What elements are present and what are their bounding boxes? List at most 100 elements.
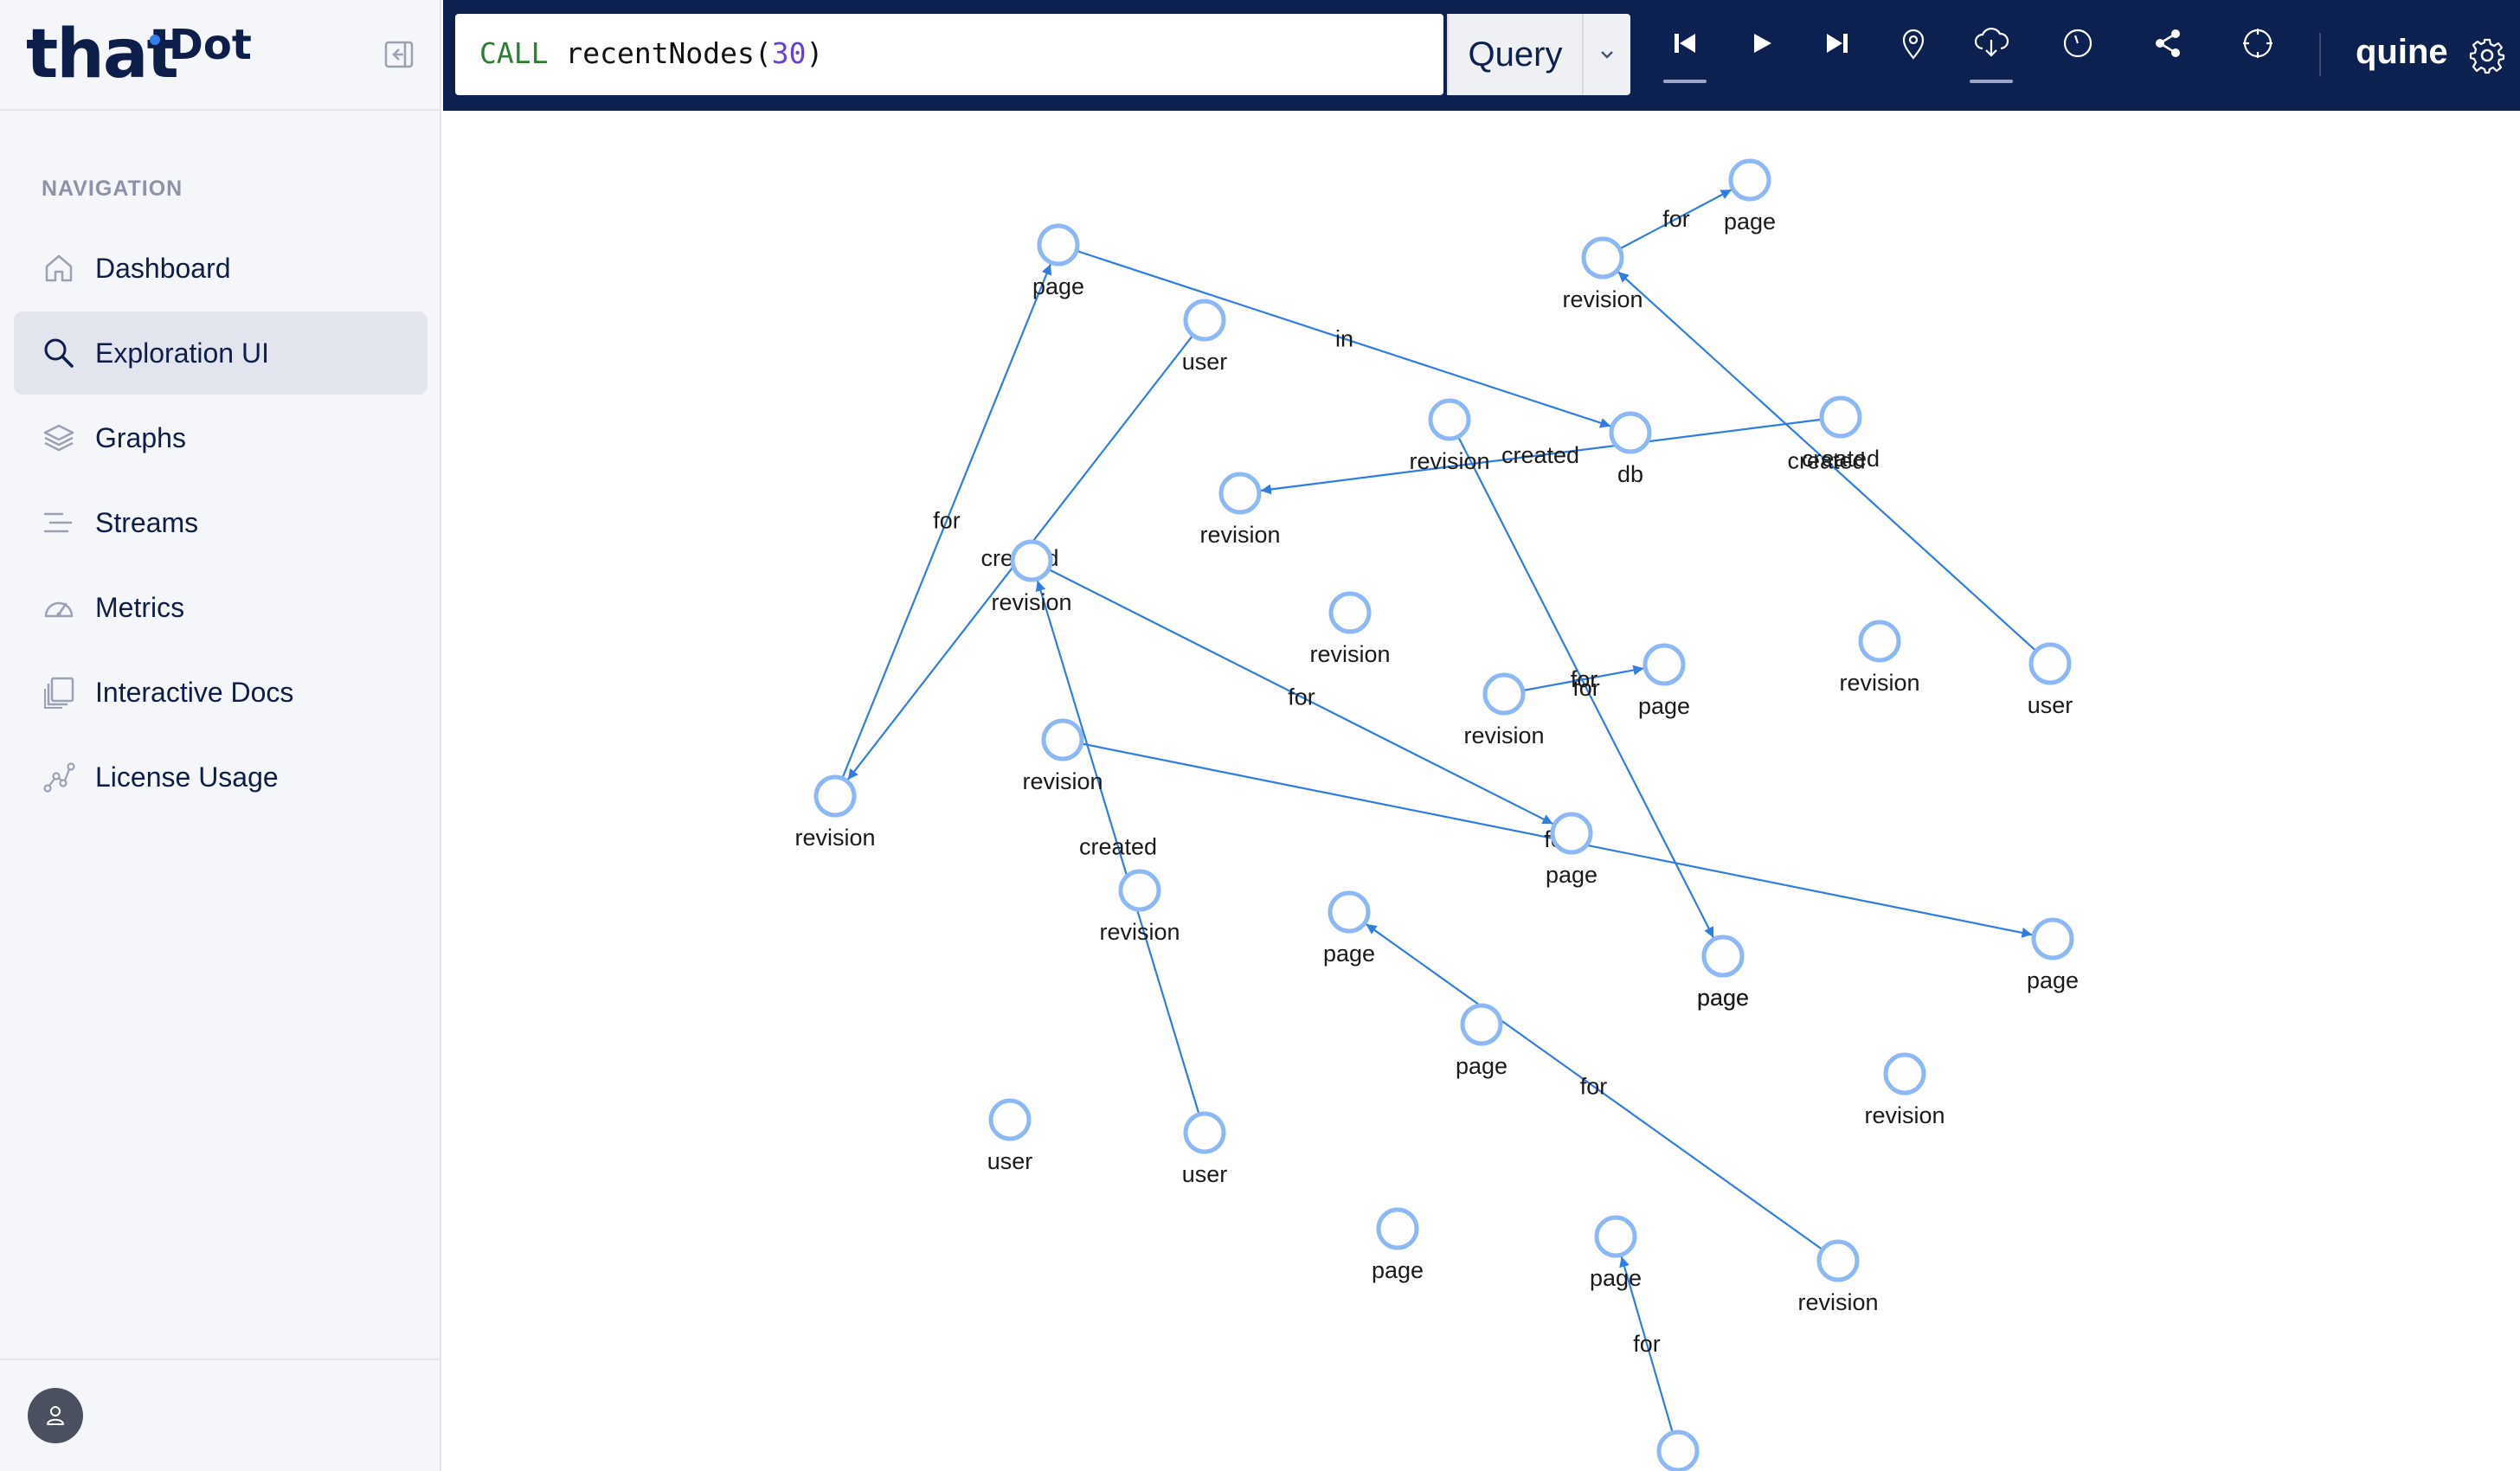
skip-forward-button[interactable] [1812, 26, 1862, 83]
graph-edge[interactable] [1365, 923, 1839, 1262]
user-avatar[interactable] [28, 1388, 83, 1443]
node-circle[interactable] [1701, 935, 1745, 978]
node-circle[interactable] [1609, 411, 1652, 454]
sidebar-item-dashboard[interactable]: Dashboard [14, 227, 428, 310]
node-circle[interactable] [1858, 620, 1901, 663]
pin-button[interactable] [1888, 26, 1938, 83]
play-button[interactable] [1736, 26, 1786, 83]
graph-edge[interactable] [1031, 560, 1554, 825]
edge-label: for [1633, 1331, 1661, 1357]
graph-edge[interactable] [1062, 738, 2033, 938]
node-circle[interactable] [1581, 236, 1624, 279]
graph-node[interactable]: revision [1022, 718, 1103, 794]
graph-node[interactable]: user [1182, 299, 1228, 375]
sidebar-item-exploration-ui[interactable]: Exploration UI [14, 312, 428, 395]
node-circle[interactable] [1642, 643, 1686, 686]
node-circle[interactable] [1883, 1052, 1926, 1095]
graph-node[interactable]: revision [991, 539, 1072, 615]
graph-node[interactable]: created [1802, 395, 1880, 472]
skip-forward-icon [1827, 34, 1848, 53]
node-circle[interactable] [1594, 1215, 1637, 1258]
gauge-icon [40, 588, 78, 626]
query-button[interactable]: Query [1447, 14, 1582, 95]
graph-node[interactable]: revision [1797, 1239, 1879, 1315]
share-button[interactable] [2143, 26, 2193, 83]
graph-node[interactable]: page [1697, 935, 1749, 1011]
graph-edge[interactable] [1503, 665, 1644, 696]
node-circle[interactable] [1041, 718, 1084, 761]
skip-back-button[interactable] [1660, 26, 1710, 83]
history-button[interactable] [2053, 26, 2103, 83]
node-circle[interactable] [1550, 812, 1593, 855]
node-circle[interactable] [1482, 672, 1526, 716]
node-circle[interactable] [1328, 890, 1371, 934]
graph-node[interactable]: page [1323, 890, 1375, 967]
node-circle[interactable] [1218, 472, 1262, 515]
node-label: revision [794, 825, 875, 851]
graph-node[interactable]: user [2028, 642, 2073, 718]
top-bar: CALL recentNodes(30) Query quine [443, 0, 2520, 111]
node-circle[interactable] [988, 1098, 1032, 1141]
query-input[interactable]: CALL recentNodes(30) [455, 14, 1443, 95]
settings-gear-icon[interactable] [2468, 36, 2506, 74]
graph-node[interactable]: revision [1099, 869, 1180, 945]
download-button[interactable] [1966, 26, 2016, 83]
graph-node[interactable]: revision [1199, 472, 1281, 548]
graph-edge[interactable] [1260, 415, 1842, 495]
graph-edge[interactable] [1035, 580, 1206, 1134]
node-circle[interactable] [1328, 591, 1372, 634]
node-circle[interactable] [1460, 1003, 1503, 1046]
graph-node[interactable]: revision [1839, 620, 1920, 696]
recenter-button[interactable] [2233, 26, 2283, 83]
node-circle[interactable] [1656, 1429, 1700, 1471]
graph-node[interactable]: revision [1562, 236, 1643, 312]
graph-node[interactable]: revision [1864, 1052, 1945, 1128]
node-circle[interactable] [1816, 1239, 1860, 1282]
graph-node[interactable]: page [1372, 1207, 1424, 1283]
graph-node[interactable]: page [1546, 812, 1598, 888]
node-circle[interactable] [1037, 223, 1080, 267]
sidebar-item-license-usage[interactable]: License Usage [14, 736, 428, 819]
graph-node[interactable]: page [1724, 158, 1776, 234]
graph-node[interactable]: db [1609, 411, 1652, 487]
node-label: user [987, 1148, 1033, 1174]
node-circle[interactable] [1728, 158, 1771, 202]
graph-node[interactable]: revision [1409, 398, 1490, 474]
graph-node[interactable]: page [2027, 917, 2079, 993]
graph-node[interactable]: revision [1463, 672, 1545, 748]
sidebar-item-streams[interactable]: Streams [14, 481, 428, 564]
node-circle[interactable] [2028, 642, 2072, 685]
graph-node[interactable]: page [1456, 1003, 1508, 1079]
graph-node[interactable] [1656, 1429, 1700, 1471]
graph-edge[interactable] [1602, 189, 1732, 259]
query-options-dropdown[interactable] [1582, 14, 1630, 95]
node-circle[interactable] [1819, 395, 1862, 439]
graph-edge[interactable] [1449, 419, 1715, 939]
node-circle[interactable] [1183, 299, 1226, 342]
node-circle[interactable] [1428, 398, 1471, 441]
node-circle[interactable] [1376, 1207, 1419, 1250]
collapse-sidebar-icon[interactable] [384, 40, 414, 69]
edge-label: for [1288, 684, 1315, 710]
graph-node[interactable]: page [1032, 223, 1084, 299]
sidebar-item-graphs[interactable]: Graphs [14, 396, 428, 479]
graph-node[interactable]: user [987, 1098, 1033, 1174]
node-circle[interactable] [1010, 539, 1053, 582]
graph-edge[interactable] [1617, 271, 2051, 665]
node-circle[interactable] [2031, 917, 2074, 960]
query-text[interactable]: CALL recentNodes(30) [479, 36, 823, 70]
graph-node[interactable]: revision [794, 774, 876, 851]
graph-canvas[interactable]: forincreatedforcreatedcreatedforforforfo… [443, 111, 2520, 1471]
sidebar-item-interactive-docs[interactable]: Interactive Docs [14, 651, 428, 734]
node-circle[interactable] [813, 774, 857, 818]
node-circle[interactable] [1118, 869, 1161, 912]
graph-edge[interactable] [833, 263, 1052, 797]
graph-node[interactable]: page [1638, 643, 1690, 719]
graph-edge[interactable] [1058, 243, 1611, 428]
node-circle[interactable] [1183, 1111, 1226, 1154]
graph-node[interactable]: page [1590, 1215, 1642, 1291]
graph-edge[interactable] [1619, 1256, 1680, 1452]
graph-node[interactable]: revision [1309, 591, 1391, 667]
sidebar-item-metrics[interactable]: Metrics [14, 566, 428, 649]
graph-node[interactable]: user [1182, 1111, 1228, 1187]
